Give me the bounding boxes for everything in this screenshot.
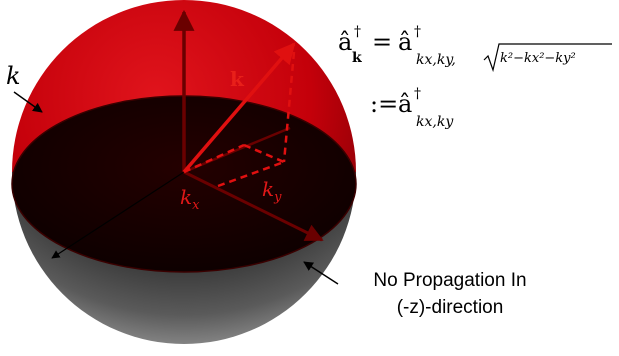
k-vector [182,42,296,174]
ky-axis [183,126,291,174]
proj-base [183,143,245,174]
equation-line2: := â † kx,ky [370,86,454,130]
kx-label: kx [180,185,200,213]
svg-text:â: â [398,28,412,56]
annotation-pointer [303,261,339,285]
annotation-line2: (-z)-direction [397,297,504,318]
svg-text::=: := [370,90,398,118]
svg-text:†: † [414,24,421,40]
svg-text:†: † [354,24,361,40]
svg-text:k: k [352,50,362,66]
back-axis [51,171,185,259]
proj-kx [243,143,285,164]
kx-axis [183,170,324,242]
ky-label: ky [262,177,282,205]
k-vector-label: k [230,67,245,91]
svg-text:â: â [338,28,352,56]
annotation-line1: No Propagation In [373,270,526,291]
svg-text:kx,ky: kx,ky [416,114,454,130]
svg-text:kx,ky,: kx,ky, [416,52,456,68]
proj-vertical [282,51,296,163]
svg-text:k²−kx²−ky²: k²−kx²−ky² [500,51,576,66]
svg-text:†: † [414,86,421,102]
k-outer-pointer [13,91,43,113]
equation-line1: â † k = â † kx,ky, k²−kx²−ky² [338,24,612,73]
svg-text:=: = [372,28,392,56]
svg-text:â: â [398,90,412,118]
k-outer-label: k [6,62,21,90]
